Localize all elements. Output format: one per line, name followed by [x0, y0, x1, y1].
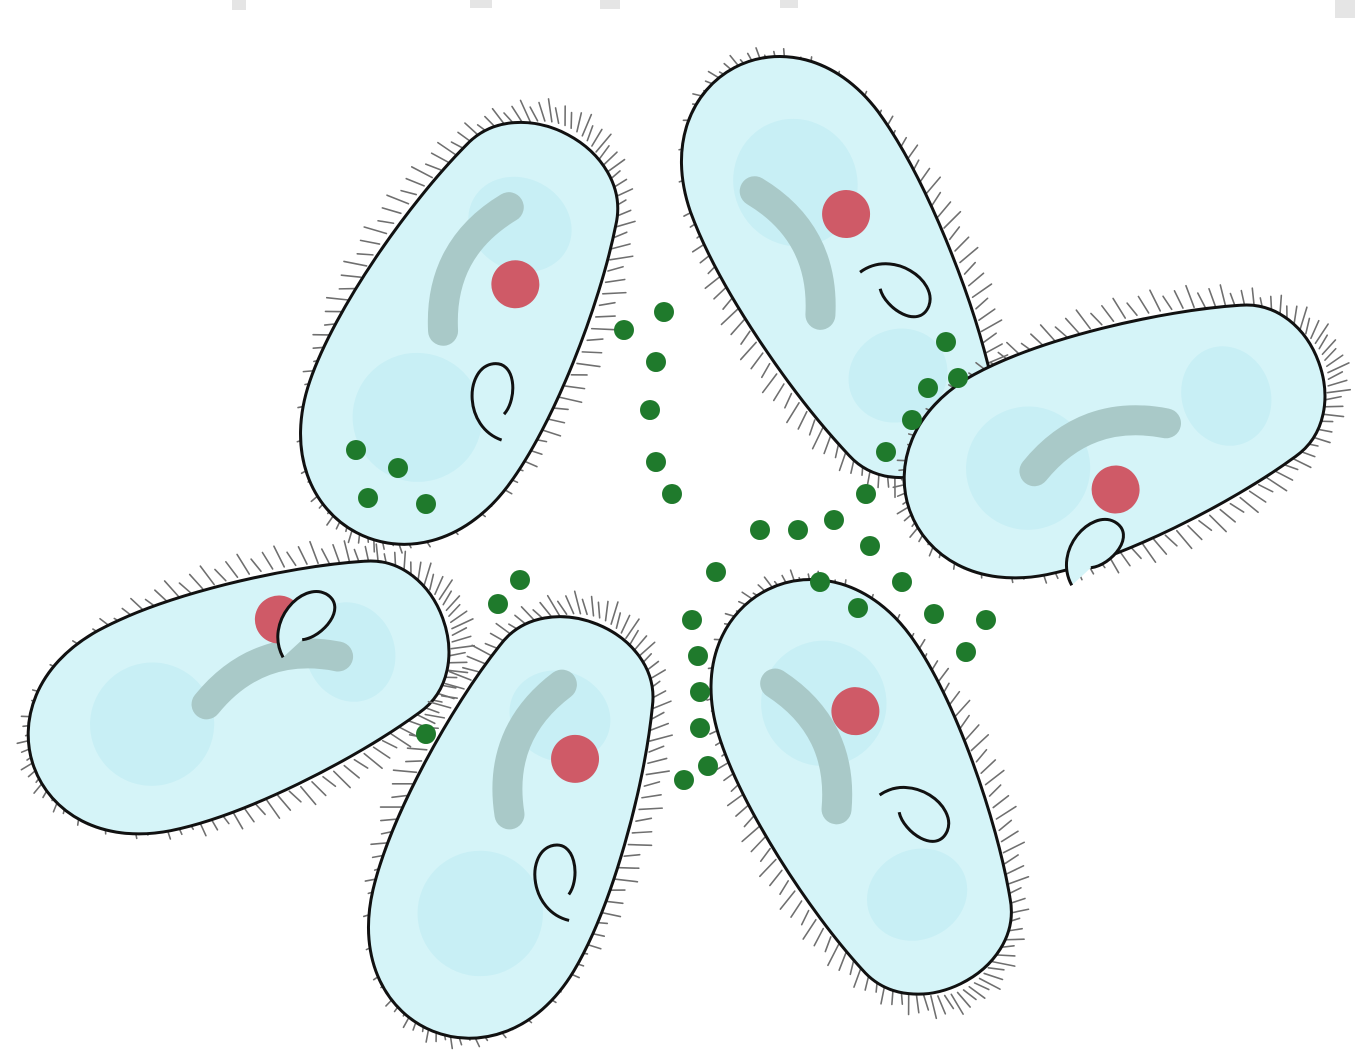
food-particle — [358, 488, 378, 508]
food-particle — [976, 610, 996, 630]
food-particle — [646, 452, 666, 472]
food-particle — [646, 352, 666, 372]
food-particle — [788, 520, 808, 540]
food-particle — [388, 458, 408, 478]
food-particle — [416, 724, 436, 744]
food-particle — [956, 642, 976, 662]
food-particle — [346, 440, 366, 460]
food-particle — [662, 484, 682, 504]
food-particle — [856, 484, 876, 504]
food-particle — [902, 410, 922, 430]
food-particle — [614, 320, 634, 340]
food-particle — [640, 400, 660, 420]
food-particle — [688, 646, 708, 666]
food-particle — [654, 302, 674, 322]
food-particle — [860, 536, 880, 556]
food-particle — [848, 598, 868, 618]
food-particle — [876, 442, 896, 462]
food-particle — [682, 610, 702, 630]
food-particle — [948, 368, 968, 388]
food-particle — [488, 594, 508, 614]
food-particle — [936, 332, 956, 352]
food-particle — [892, 572, 912, 592]
food-particle — [510, 570, 530, 590]
food-particle — [690, 718, 710, 738]
food-particle — [924, 604, 944, 624]
food-particle — [918, 378, 938, 398]
food-particle — [810, 572, 830, 592]
food-particle — [824, 510, 844, 530]
food-particle — [674, 770, 694, 790]
food-particle — [706, 562, 726, 582]
food-particle — [698, 756, 718, 776]
food-particle — [416, 494, 436, 514]
food-particle — [750, 520, 770, 540]
food-particle — [690, 682, 710, 702]
